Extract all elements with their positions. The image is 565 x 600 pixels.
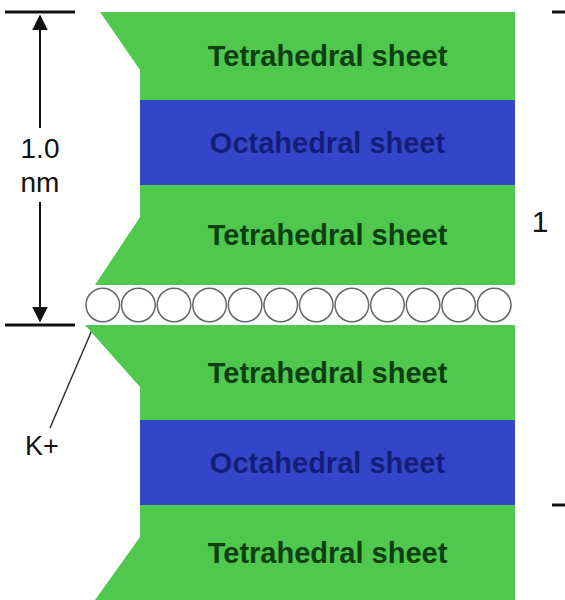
octahedral-sheet: Octahedral sheet <box>85 420 515 505</box>
tetrahedral-sheet: Tetrahedral sheet <box>85 185 515 285</box>
potassium-ion <box>335 288 369 322</box>
potassium-ion <box>477 288 511 322</box>
dimension-label: 1 <box>524 205 556 239</box>
sheet-label: Tetrahedral sheet <box>208 356 448 390</box>
potassium-ion <box>371 288 405 322</box>
sheet-label: Tetrahedral sheet <box>208 39 448 73</box>
potassium-ion <box>122 288 156 322</box>
potassium-ion <box>300 288 334 322</box>
potassium-ion <box>193 288 227 322</box>
dimension-arrow <box>39 16 41 128</box>
tetrahedral-sheet: Tetrahedral sheet <box>85 325 515 420</box>
tetrahedral-sheet: Tetrahedral sheet <box>85 505 515 600</box>
dimension-label: 1.0 nm <box>3 132 77 200</box>
potassium-ion <box>442 288 476 322</box>
dimension-bar <box>552 11 565 14</box>
sheet-label: Octahedral sheet <box>210 446 445 480</box>
potassium-ion <box>228 288 262 322</box>
potassium-ion <box>86 288 120 322</box>
potassium-ion <box>264 288 298 322</box>
sheet-label: Tetrahedral sheet <box>208 536 448 570</box>
ion-label: K+ <box>18 430 66 462</box>
tetrahedral-sheet: Tetrahedral sheet <box>85 12 515 100</box>
potassium-ions <box>86 288 511 322</box>
dimension-bar <box>5 11 75 14</box>
dimension-bar <box>5 324 75 327</box>
leader-line <box>50 330 92 428</box>
sheet-label: Tetrahedral sheet <box>208 218 448 252</box>
potassium-ion <box>157 288 191 322</box>
potassium-ion <box>406 288 440 322</box>
octahedral-sheet: Octahedral sheet <box>85 100 515 185</box>
sheet-label: Octahedral sheet <box>210 126 445 160</box>
dimension-arrow <box>39 202 41 321</box>
dimension-bar <box>552 504 565 507</box>
